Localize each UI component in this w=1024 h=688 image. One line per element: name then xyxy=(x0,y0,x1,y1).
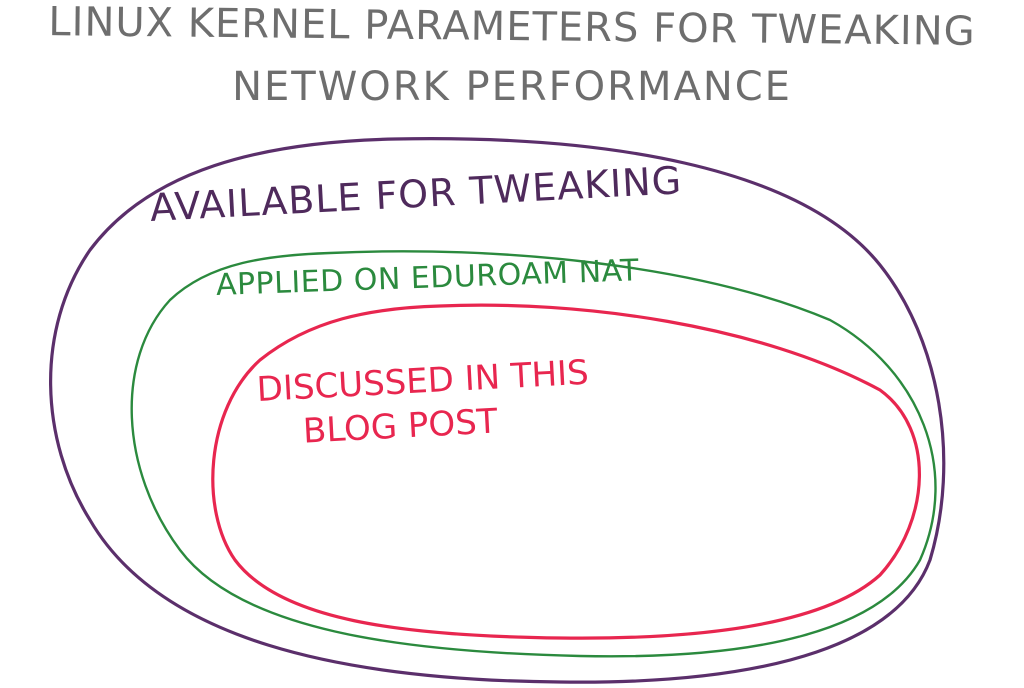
outer-ellipse-available xyxy=(49,137,946,684)
diagram-title-line-2: NETWORK PERFORMANCE xyxy=(232,64,792,110)
middle-ellipse-applied xyxy=(130,250,937,658)
inner-ellipse-discussed xyxy=(211,303,921,640)
